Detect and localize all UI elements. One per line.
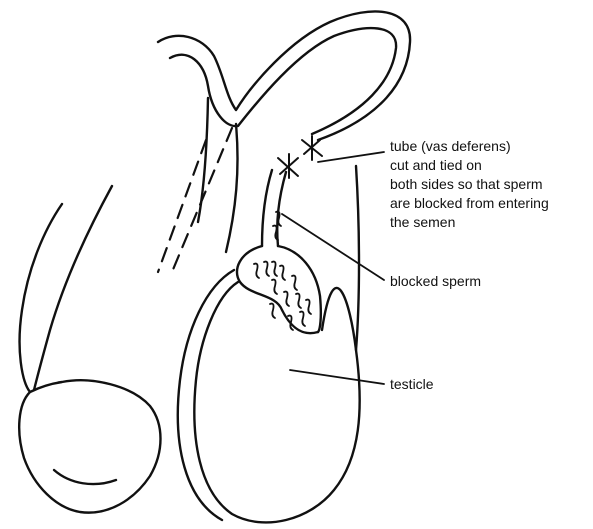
vas-deferens-label-line-1: tube (vas deferens) bbox=[390, 137, 549, 156]
vas-deferens-label-line-5: the semen bbox=[390, 213, 549, 232]
leader-lines bbox=[282, 152, 384, 384]
vas-deferens-label-line-3: both sides so that sperm bbox=[390, 175, 549, 194]
tie-mark-upper bbox=[302, 136, 322, 160]
vas-deferens-label-line-2: cut and tied on bbox=[390, 156, 549, 175]
vas-deferens-label: tube (vas deferens) cut and tied on both… bbox=[390, 137, 549, 232]
tie-mark-lower bbox=[278, 154, 298, 178]
testicle-outline bbox=[178, 166, 360, 522]
leader-blocked-sperm bbox=[282, 214, 384, 280]
penis-tip bbox=[19, 380, 160, 512]
testicle-label: testicle bbox=[390, 375, 434, 394]
leader-testicle bbox=[290, 370, 384, 384]
dashed-duct bbox=[158, 128, 232, 272]
body-outline bbox=[20, 186, 112, 392]
vas-deferens-label-line-4: are blocked from entering bbox=[390, 194, 549, 213]
leader-vas-deferens bbox=[318, 152, 384, 162]
blocked-sperm-label: blocked sperm bbox=[390, 272, 481, 291]
